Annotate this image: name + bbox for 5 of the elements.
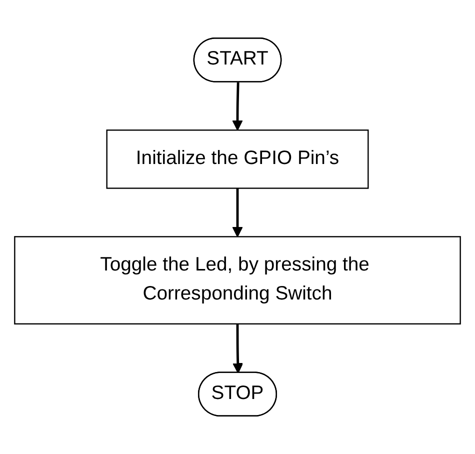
arrow — [232, 82, 243, 131]
node-box: Initialize the GPIO Pin’s — [106, 130, 369, 189]
arrow — [232, 324, 244, 374]
arrow — [232, 188, 243, 238]
node-box: Toggle the Led, by pressing the Corresponding Switch — [14, 236, 461, 324]
